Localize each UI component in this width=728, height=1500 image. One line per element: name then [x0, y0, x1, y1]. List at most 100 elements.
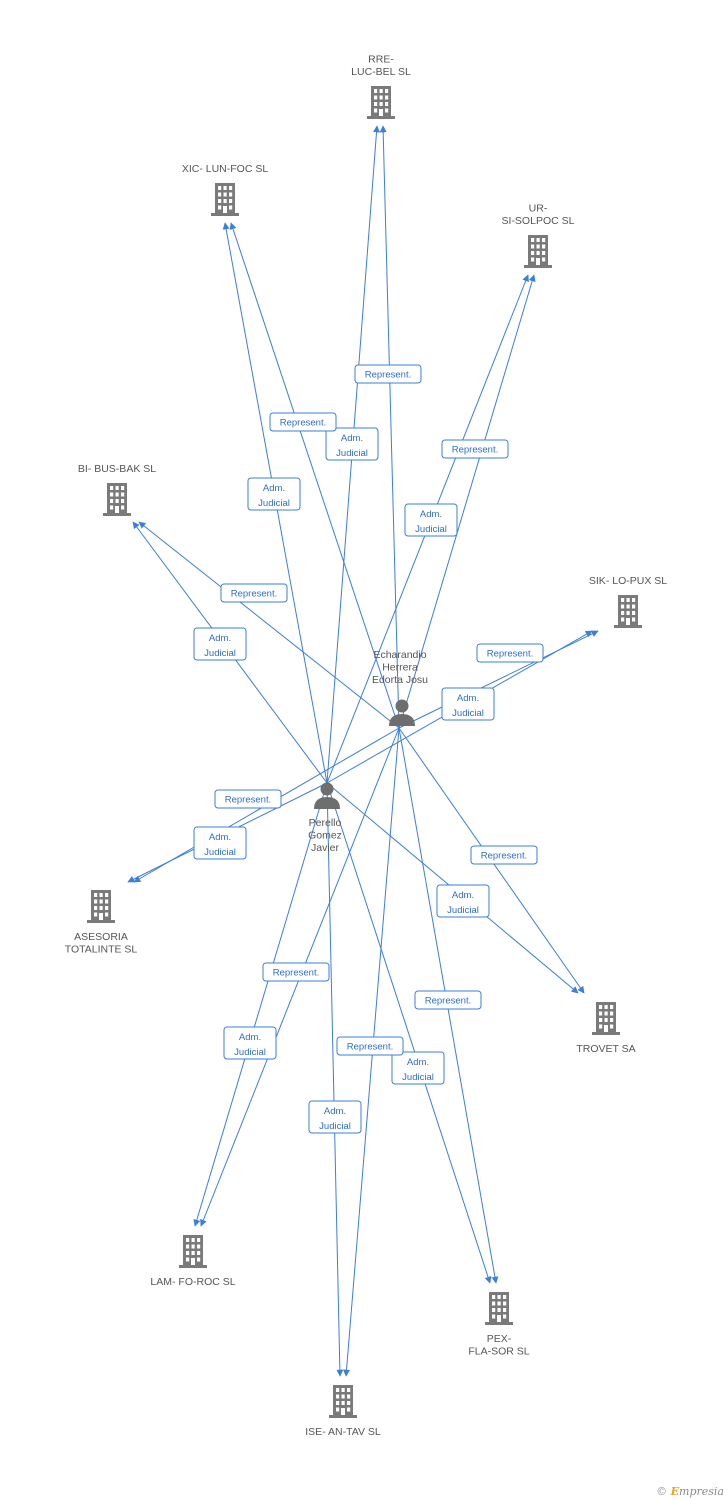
building-icon — [367, 86, 395, 119]
edge-line-p2-pex — [326, 782, 492, 1284]
edge-label-p2-ase[interactable]: Adm. Judicial — [193, 826, 247, 860]
company-node-ise[interactable]: ISE- AN-TAV SL — [305, 1385, 381, 1438]
company-node-pex[interactable]: PEX-FLA-SOR SL — [468, 1292, 530, 1358]
building-icon — [179, 1235, 207, 1268]
person-icon — [314, 782, 340, 809]
edge-label-box — [336, 1036, 404, 1056]
node-label: ISE- AN-TAV SL — [305, 1426, 381, 1438]
edge-label-box — [269, 412, 337, 432]
company-node-rre[interactable]: RRE-LUC-BEL SL — [351, 54, 411, 120]
edge-label-text: Judicial — [402, 1072, 434, 1083]
brand-initial: E — [670, 1485, 680, 1498]
edge-label-box — [441, 687, 495, 721]
edge-label-p1-xic[interactable]: Represent. — [269, 412, 337, 432]
edge-label-box — [193, 826, 247, 860]
edge-label-p2-lam[interactable]: Represent. — [262, 962, 330, 982]
edge-label-p1-ur[interactable]: Represent. — [441, 439, 509, 459]
company-node-ur[interactable]: UR-SI-SOLPOC SL — [502, 203, 575, 269]
node-label: Echarandio — [373, 649, 426, 661]
edge-label-text: Judicial — [319, 1121, 351, 1132]
edge-label-text: Adm. — [263, 483, 285, 494]
edge-line-p1-sik — [398, 630, 599, 729]
edge-label-box — [441, 439, 509, 459]
edge-label-p1-pex[interactable]: Adm.Judicial — [391, 1051, 445, 1085]
edge-label-box — [220, 583, 288, 603]
edge-label-p2-bi[interactable]: Adm.Judicial — [193, 627, 247, 661]
node-label: UR- — [529, 203, 548, 215]
node-label: ASESORIA — [74, 931, 128, 943]
edge-label-text: Judicial — [447, 905, 479, 916]
building-icon — [103, 483, 131, 516]
edge-label-p2-pex[interactable]: Represent. — [414, 990, 482, 1010]
node-label: LAM- FO-ROC SL — [150, 1276, 235, 1288]
node-label: XIC- LUN-FOC SL — [182, 163, 269, 175]
edge-label-p1-sik[interactable]: Represent. — [476, 643, 544, 663]
edge-label-text: Judicial — [415, 524, 447, 535]
copyright-symbol: © — [656, 1485, 668, 1498]
edge-label-p2-xic[interactable]: Adm.Judicial — [247, 477, 301, 511]
footer-brand[interactable]: © Empresia — [656, 1485, 724, 1498]
edge-label-text: Represent. — [452, 445, 498, 456]
edge-label-text: Judicial — [204, 648, 236, 659]
node-label: FLA-SOR SL — [468, 1346, 529, 1358]
edge-label-p2-tro[interactable]: Adm. Judicial — [436, 884, 490, 918]
building-icon — [524, 235, 552, 268]
node-label: SI-SOLPOC SL — [502, 215, 575, 227]
edge-label-p2-ur[interactable]: Adm. Judicial — [404, 503, 458, 537]
edge-label-box — [193, 627, 247, 661]
building-icon — [329, 1385, 357, 1418]
company-node-bi[interactable]: BI- BUS-BAK SL — [78, 463, 156, 516]
company-node-sik[interactable]: SIK- LO-PUX SL — [589, 575, 667, 628]
edge-label-box — [214, 789, 282, 809]
edge-label-p1-bi[interactable]: Represent. — [220, 583, 288, 603]
brand-name: mpresia — [679, 1485, 724, 1498]
edge-line-p1-bi — [138, 521, 400, 729]
edge-label-p2-rre[interactable]: Adm. Judicial — [325, 427, 379, 461]
edge-label-p1-ase[interactable]: Represent. — [214, 789, 282, 809]
edge-label-text: Represent. — [225, 795, 271, 806]
company-node-tro[interactable]: TROVET SA — [576, 1002, 636, 1055]
company-node-xic[interactable]: XIC- LUN-FOC SL — [182, 163, 269, 216]
edge-label-text: Represent. — [365, 370, 411, 381]
node-label: TROVET SA — [576, 1043, 635, 1055]
edge-label-text: Adm. — [239, 1032, 261, 1043]
person-icon — [389, 699, 415, 726]
edge-label-p1-rre[interactable]: Represent. — [354, 364, 422, 384]
edges-layer — [127, 125, 599, 1377]
edge-label-box — [414, 990, 482, 1010]
edge-label-box — [470, 845, 538, 865]
edge-label-text: Judicial — [336, 448, 368, 459]
edge-line-p2-ise — [326, 782, 344, 1377]
edge-label-text: Adm. — [341, 433, 363, 444]
edge-label-text: Represent. — [273, 968, 319, 979]
node-label: BI- BUS-BAK SL — [78, 463, 156, 475]
edge-label-box — [308, 1100, 362, 1134]
edge-label-p1-lam[interactable]: Adm.Judicial — [223, 1026, 277, 1060]
edge-label-box — [436, 884, 490, 918]
edge-label-text: Adm. — [452, 890, 474, 901]
node-label: Perello — [309, 817, 342, 829]
edge-label-box — [404, 503, 458, 537]
building-icon — [211, 183, 239, 216]
edge-label-text: Adm. — [209, 832, 231, 843]
edge-label-text: Represent. — [487, 649, 533, 660]
edge-label-p2-sik[interactable]: Adm.Judicial — [441, 687, 495, 721]
company-node-lam[interactable]: LAM- FO-ROC SL — [150, 1235, 236, 1288]
nodes-layer: RRE-LUC-BEL SL XIC- LUN-FOC SL UR-SI-SOLPO… — [65, 54, 668, 1439]
edge-label-p1-ise[interactable]: Represent. — [336, 1036, 404, 1056]
edge-label-text: Adm. — [420, 509, 442, 520]
edge-label-box — [476, 643, 544, 663]
node-label: SIK- LO-PUX SL — [589, 575, 667, 587]
node-label: Javier — [311, 842, 340, 854]
edge-label-p2-ise[interactable]: Adm.Judicial — [308, 1100, 362, 1134]
node-label: Herrera — [382, 662, 418, 674]
edge-label-text: Judicial — [204, 847, 236, 858]
node-label: TOTALINTE SL — [65, 944, 138, 956]
edge-label-box — [325, 427, 379, 461]
edge-label-p1-tro[interactable]: Represent. — [470, 845, 538, 865]
edge-label-box — [223, 1026, 277, 1060]
building-icon — [592, 1002, 620, 1035]
